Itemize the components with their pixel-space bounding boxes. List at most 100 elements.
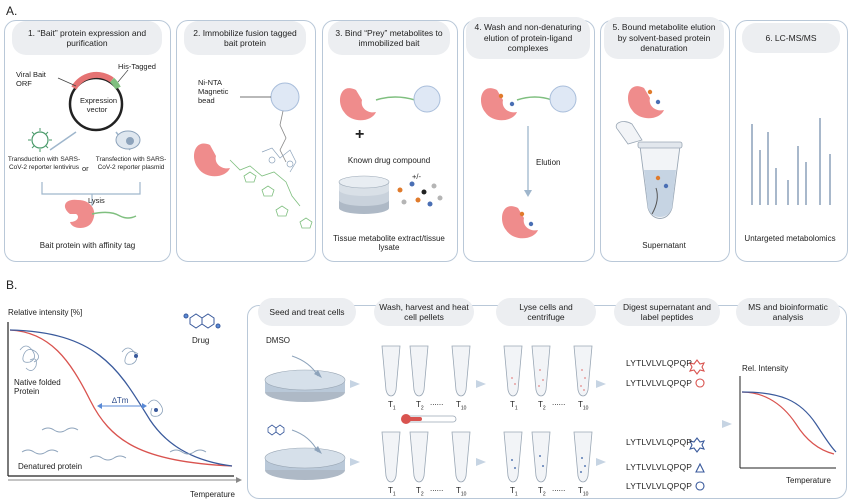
melt-ylabel: Relative intensity [%] <box>8 308 83 317</box>
native-protein-label: Native folded Protein <box>14 378 61 396</box>
result-xlabel: Temperature <box>786 476 831 485</box>
tube-label-t1-heat-bottom: T1 <box>388 486 396 498</box>
peptide-seq-5: LYTLVLVLQPQP <box>626 481 693 491</box>
tube-dots: ...... <box>552 484 566 493</box>
tube-label-t2-lysed-bottom: T2 <box>538 486 546 498</box>
transfection-label: Transfection with SARS-CoV-2 reporter pl… <box>95 156 167 171</box>
his-tagged-label: His-Tagged <box>118 62 156 71</box>
unbound-curve <box>9 329 233 467</box>
drug-label: Drug <box>192 336 210 345</box>
bait-protein-shape <box>64 199 95 228</box>
his-tag-chain <box>229 159 313 229</box>
result-red-curve <box>741 391 835 455</box>
panel-a6 <box>735 20 848 262</box>
peptide-seq-2: LYTLVLVLQPQP <box>626 378 693 388</box>
bait-protein-shape <box>628 86 664 119</box>
lysate-label: Tissue metabolite extract/tissue lysate <box>333 234 445 252</box>
bead-label: Ni-NTA Magnetic bead <box>198 78 229 105</box>
tube-label-t2-heat-top: T2 <box>416 400 424 412</box>
tube-dots: ...... <box>430 398 444 407</box>
viral-orf-segment <box>71 71 114 90</box>
dmso-label: DMSO <box>266 336 290 345</box>
drug-molecule-icon <box>183 313 221 329</box>
metabolite-dots <box>397 181 443 207</box>
flow-arrows <box>350 380 732 466</box>
tube-label-t1-lysed-bottom: T1 <box>510 486 518 498</box>
panel-a5 <box>600 20 730 262</box>
plusminus-label: +/- <box>412 172 421 181</box>
lysis-label: Lysis <box>88 196 105 205</box>
panel-a4 <box>463 20 595 262</box>
result-ylabel: Rel. Intensity <box>742 364 789 373</box>
step-b3-title: Lyse cells and centrifuge <box>496 298 596 326</box>
delta-tm-label: ∆Tm <box>112 396 129 405</box>
section-a-label: A. <box>6 4 18 18</box>
native-protein-icon <box>19 345 39 371</box>
drug-bound-protein-icon <box>121 347 163 417</box>
step-b1-title: Seed and treat cells <box>258 298 356 326</box>
bait-protein-shape <box>194 143 230 177</box>
tube-label-t2-heat-bottom: T2 <box>416 486 424 498</box>
peptide-seq-1: LYTLVLVLQPQP <box>626 358 693 368</box>
section-b-label: B. <box>6 278 18 292</box>
peptide-seq-4: LYTLVLVLQPQP <box>626 462 693 472</box>
step-a1-title: 1. “Bait” protein expression and purific… <box>12 21 162 55</box>
step-b4-title: Digest supernatant and label peptides <box>614 298 720 326</box>
denatured-strands <box>21 427 207 461</box>
tube-label-t1-heat-top: T1 <box>388 400 396 412</box>
bait-protein-shape <box>340 88 376 121</box>
virus-icon <box>28 128 52 152</box>
drug-compound-label: Known drug compound <box>347 156 431 165</box>
tube-label-t1-lysed-top: T1 <box>510 400 518 412</box>
tube-label-t10-heat-top: T10 <box>456 400 467 412</box>
melt-xlabel: Temperature <box>190 490 235 499</box>
tube-label-t10-heat-bottom: T10 <box>456 486 467 498</box>
step-a5-title: 5. Bound metabolite elution by solvent-b… <box>604 17 724 59</box>
step-a3-title: 3. Bind “Prey” metabolites to immobilize… <box>328 21 450 55</box>
peptide-tag-icons <box>688 359 706 491</box>
step-a4-title: 4. Wash and non-denaturing elution of pr… <box>466 17 590 59</box>
petri-stack <box>338 175 390 214</box>
magnetic-bead <box>413 85 441 113</box>
dmso-dish <box>264 355 346 402</box>
transduction-label: Transduction with SARS-CoV-2 reporter le… <box>7 156 81 171</box>
tube-label-t2-lysed-top: T2 <box>538 400 546 412</box>
bait-protein-shape <box>502 206 538 239</box>
tube-dots: ...... <box>430 484 444 493</box>
tube-row-lysed-bottom <box>503 431 593 483</box>
step-b2-title: Wash, harvest and heat cell pellets <box>374 298 474 326</box>
tube-row-lysed-top <box>503 345 593 397</box>
tube-label-t10-lysed-bottom: T10 <box>578 486 589 498</box>
denatured-label: Denatured protein <box>18 462 83 471</box>
step-a2-title: 2. Immobilize fusion tagged bait protein <box>184 21 306 55</box>
result-blue-curve <box>741 391 837 453</box>
bait-protein-label: Bait protein with affinity tag <box>39 241 136 250</box>
tube-row-heat-top <box>381 345 471 397</box>
tube-row-heat-bottom <box>381 431 471 483</box>
his-tag-segment <box>109 77 121 90</box>
thermometer-icon <box>401 414 457 424</box>
expression-vector-label: Expression vector <box>80 96 118 114</box>
step-a6-title: 6. LC-MS/MS <box>742 23 840 53</box>
bait-protein-shape <box>481 88 517 121</box>
bound-curve <box>9 329 233 467</box>
untargeted-metabolomics-label: Untargeted metabolomics <box>744 234 836 243</box>
magnetic-bead <box>549 85 577 113</box>
step-b5-title: MS and bioinformatic analysis <box>736 298 840 326</box>
supernatant-label: Supernatant <box>642 241 686 250</box>
viral-bait-label: Viral Bait ORF <box>16 70 46 88</box>
elution-label: Elution <box>536 158 561 167</box>
ms-spectrum <box>751 118 831 205</box>
plus-sign: + <box>355 126 365 143</box>
drug-dish <box>264 424 346 480</box>
tube-dots: ...... <box>552 398 566 407</box>
eppendorf-tube <box>615 121 683 219</box>
panel-a2 <box>176 20 316 262</box>
or-label: or <box>82 164 89 173</box>
peptide-seq-3: LYTLVLVLQPQP <box>626 437 693 447</box>
panel-a3 <box>322 20 458 262</box>
expression-vector-circle <box>68 76 124 132</box>
tube-label-t10-lysed-top: T10 <box>578 400 589 412</box>
